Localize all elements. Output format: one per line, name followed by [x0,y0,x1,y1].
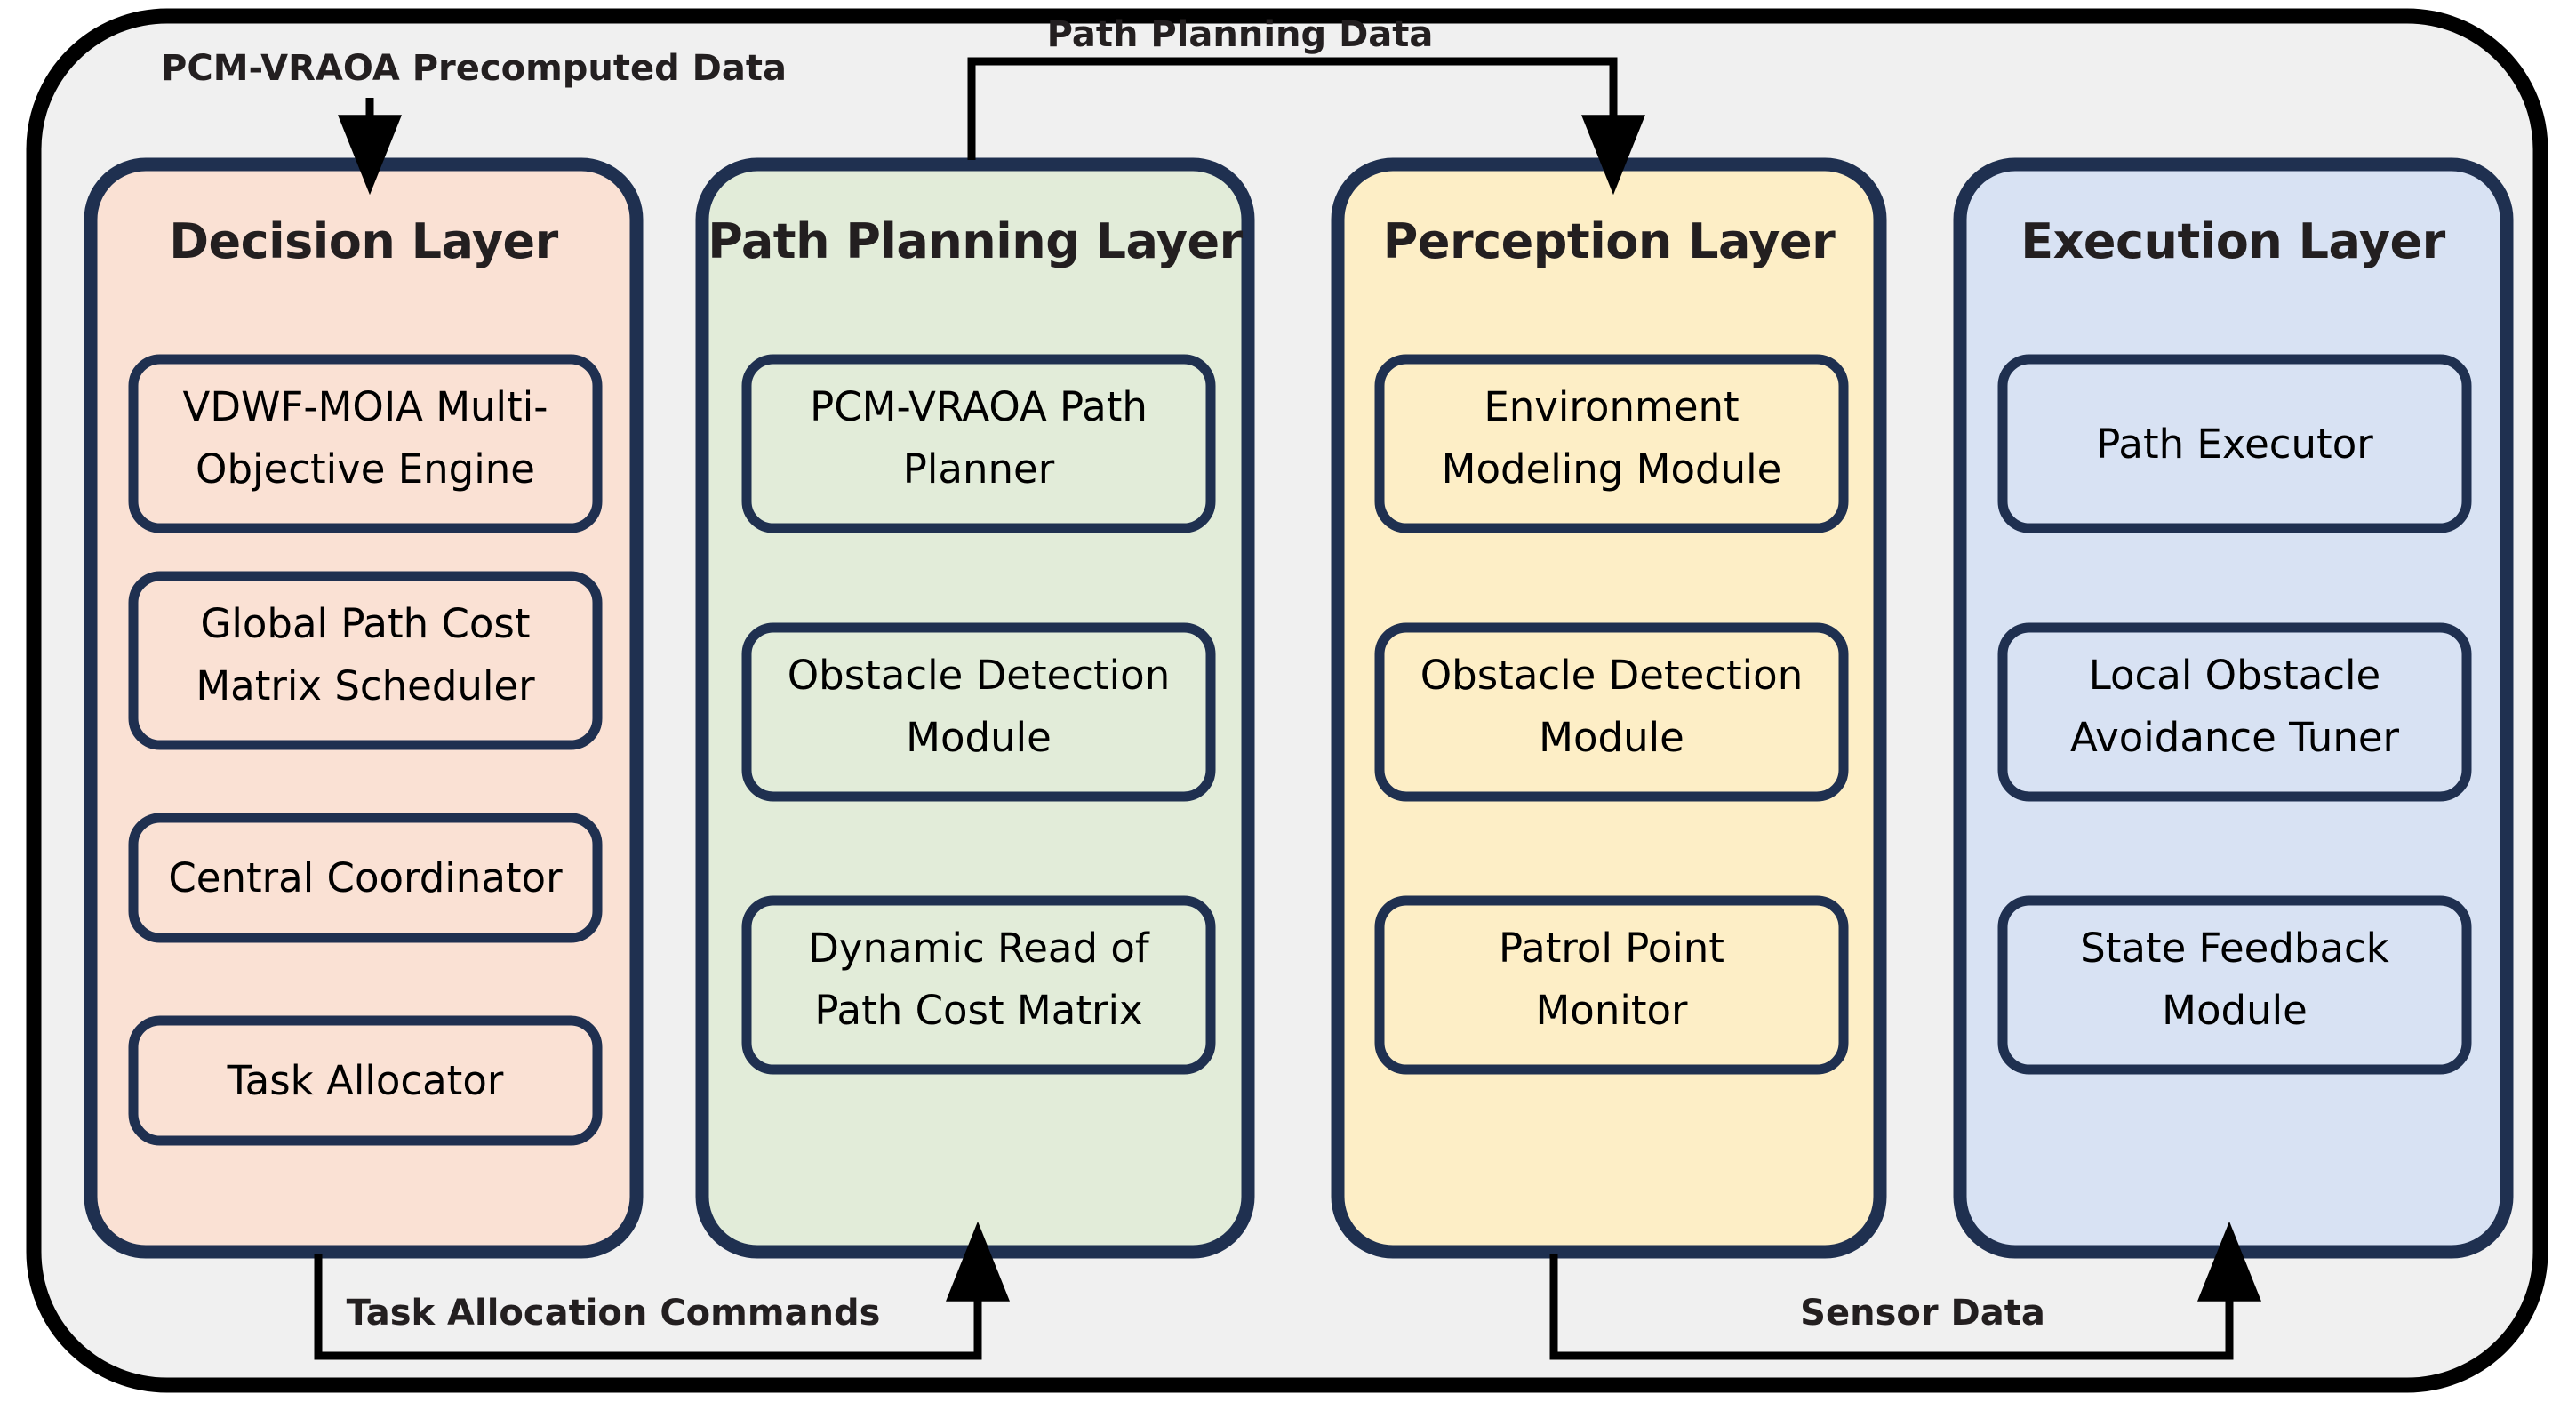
module-label-line-1: Global Path Cost [200,600,530,647]
module-box-rect [128,813,603,943]
module-box[interactable]: Local Obstacle Avoidance Tuner [1997,622,2472,802]
module-box[interactable]: Patrol Point Monitor [1374,895,1849,1075]
flow-arrow-path-planning-data [967,57,1645,196]
flow-label-path-planning-data: Path Planning Data [1047,14,1434,55]
module-box[interactable]: Obstacle Detection Module [1374,622,1849,802]
layer-panel-execution[interactable]: Execution Layer Path Executor Local Obst… [1953,157,2514,1259]
module-box[interactable]: Obstacle Detection Module [741,622,1216,802]
perception-layer-title: Perception Layer [1383,213,1836,269]
module-box-rect [1997,354,2472,533]
module-label-line-2: Matrix Scheduler [196,662,535,709]
module-box-rect [1374,354,1849,533]
module-box[interactable]: Environment Modeling Module [1374,354,1849,533]
outer-container [26,8,2548,1393]
layer-panel-decision[interactable]: Decision Layer VDWF-MOIA Multi- Objectiv… [84,157,644,1259]
decision-layer-title: Decision Layer [169,213,558,269]
module-label-line-2: Monitor [1535,987,1688,1034]
module-box-rect [128,354,603,533]
module-label-line-2: Module [1539,714,1684,761]
module-label-line-1: Central Coordinator [168,854,563,901]
flow-task-allocation-commands: Task Allocation Commands [314,1221,1010,1360]
module-box[interactable]: PCM-VRAOA Path Planner [741,354,1216,533]
flow-arrow-task-allocation-commands [314,1221,1010,1360]
module-box-rect [1374,622,1849,802]
module-label-line-1: Local Obstacle [2089,652,2381,699]
module-label-line-1: Task Allocator [227,1057,504,1104]
flow-label-precomputed-data: PCM-VRAOA Precomputed Data [161,48,787,89]
module-label-line-2: Avoidance Tuner [2070,714,2400,761]
module-box[interactable]: Path Executor [1997,354,2472,533]
flow-path-planning-data: Path Planning Data [967,14,1645,196]
module-box-rect [1997,895,2472,1075]
module-box-rect [128,1015,603,1146]
module-label-line-1: Environment [1484,383,1739,430]
module-box[interactable]: Global Path Cost Matrix Scheduler [128,571,603,750]
module-box-rect [741,622,1216,802]
flow-sensor-data: Sensor Data [1549,1221,2261,1360]
module-label-line-2: Module [906,714,1052,761]
module-label-line-2: Planner [903,445,1055,493]
module-label-line-1: State Feedback [2080,925,2389,972]
module-label-line-2: Objective Engine [196,445,535,493]
module-box[interactable]: State Feedback Module [1997,895,2472,1075]
module-box[interactable]: Dynamic Read of Path Cost Matrix [741,895,1216,1075]
flow-arrow-sensor-data [1549,1221,2261,1360]
module-box[interactable]: Task Allocator [128,1015,603,1146]
module-label-line-2: Path Cost Matrix [814,987,1142,1034]
module-box-rect [1997,622,2472,802]
module-label-line-1: VDWF-MOIA Multi- [183,383,548,430]
module-box-rect [741,354,1216,533]
module-label-line-2: Modeling Module [1442,445,1782,493]
path-planning-layer-title: Path Planning Layer [708,213,1243,269]
module-box[interactable]: VDWF-MOIA Multi- Objective Engine [128,354,603,533]
module-label-line-1: Obstacle Detection [1420,652,1804,699]
module-box-rect [128,571,603,750]
module-label-line-2: Module [2162,987,2308,1034]
flow-precomputed-data: PCM-VRAOA Precomputed Data [161,48,787,196]
module-label-line-1: Patrol Point [1499,925,1724,972]
execution-layer-title: Execution Layer [2020,213,2445,269]
module-label-line-1: Path Executor [2096,421,2373,468]
flow-label-sensor-data: Sensor Data [1800,1293,2045,1334]
module-box[interactable]: Central Coordinator [128,813,603,943]
module-label-line-1: Obstacle Detection [788,652,1171,699]
layer-panel-path-planning[interactable]: Path Planning Layer PCM-VRAOA Path Plann… [695,157,1255,1259]
module-box-rect [1374,895,1849,1075]
module-label-line-1: Dynamic Read of [808,925,1150,972]
layer-panel-perception[interactable]: Perception Layer Environment Modeling Mo… [1331,157,1887,1259]
module-label-line-1: PCM-VRAOA Path [810,383,1148,430]
module-box-rect [741,895,1216,1075]
flow-label-task-allocation-commands: Task Allocation Commands [347,1293,881,1334]
